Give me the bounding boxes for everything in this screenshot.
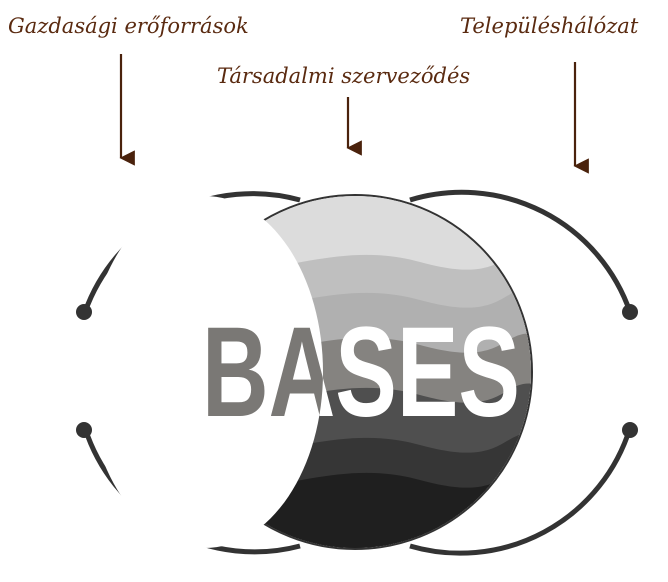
left-dot-top — [76, 304, 92, 320]
logo-text: BASES — [202, 301, 520, 444]
right-circle-lower-arc — [409, 427, 633, 556]
left-dot-bottom — [76, 422, 92, 438]
label-settlement-network: Településhálózat — [460, 14, 639, 38]
label-social-organization: Társadalmi szerveződés — [217, 64, 471, 88]
right-circle-upper-arc — [409, 189, 633, 313]
label-economic-resources: Gazdasági erőforrások — [8, 14, 249, 38]
white-left-shape — [87, 196, 323, 548]
right-dot-bottom — [622, 422, 638, 438]
right-dot-top — [622, 304, 638, 320]
